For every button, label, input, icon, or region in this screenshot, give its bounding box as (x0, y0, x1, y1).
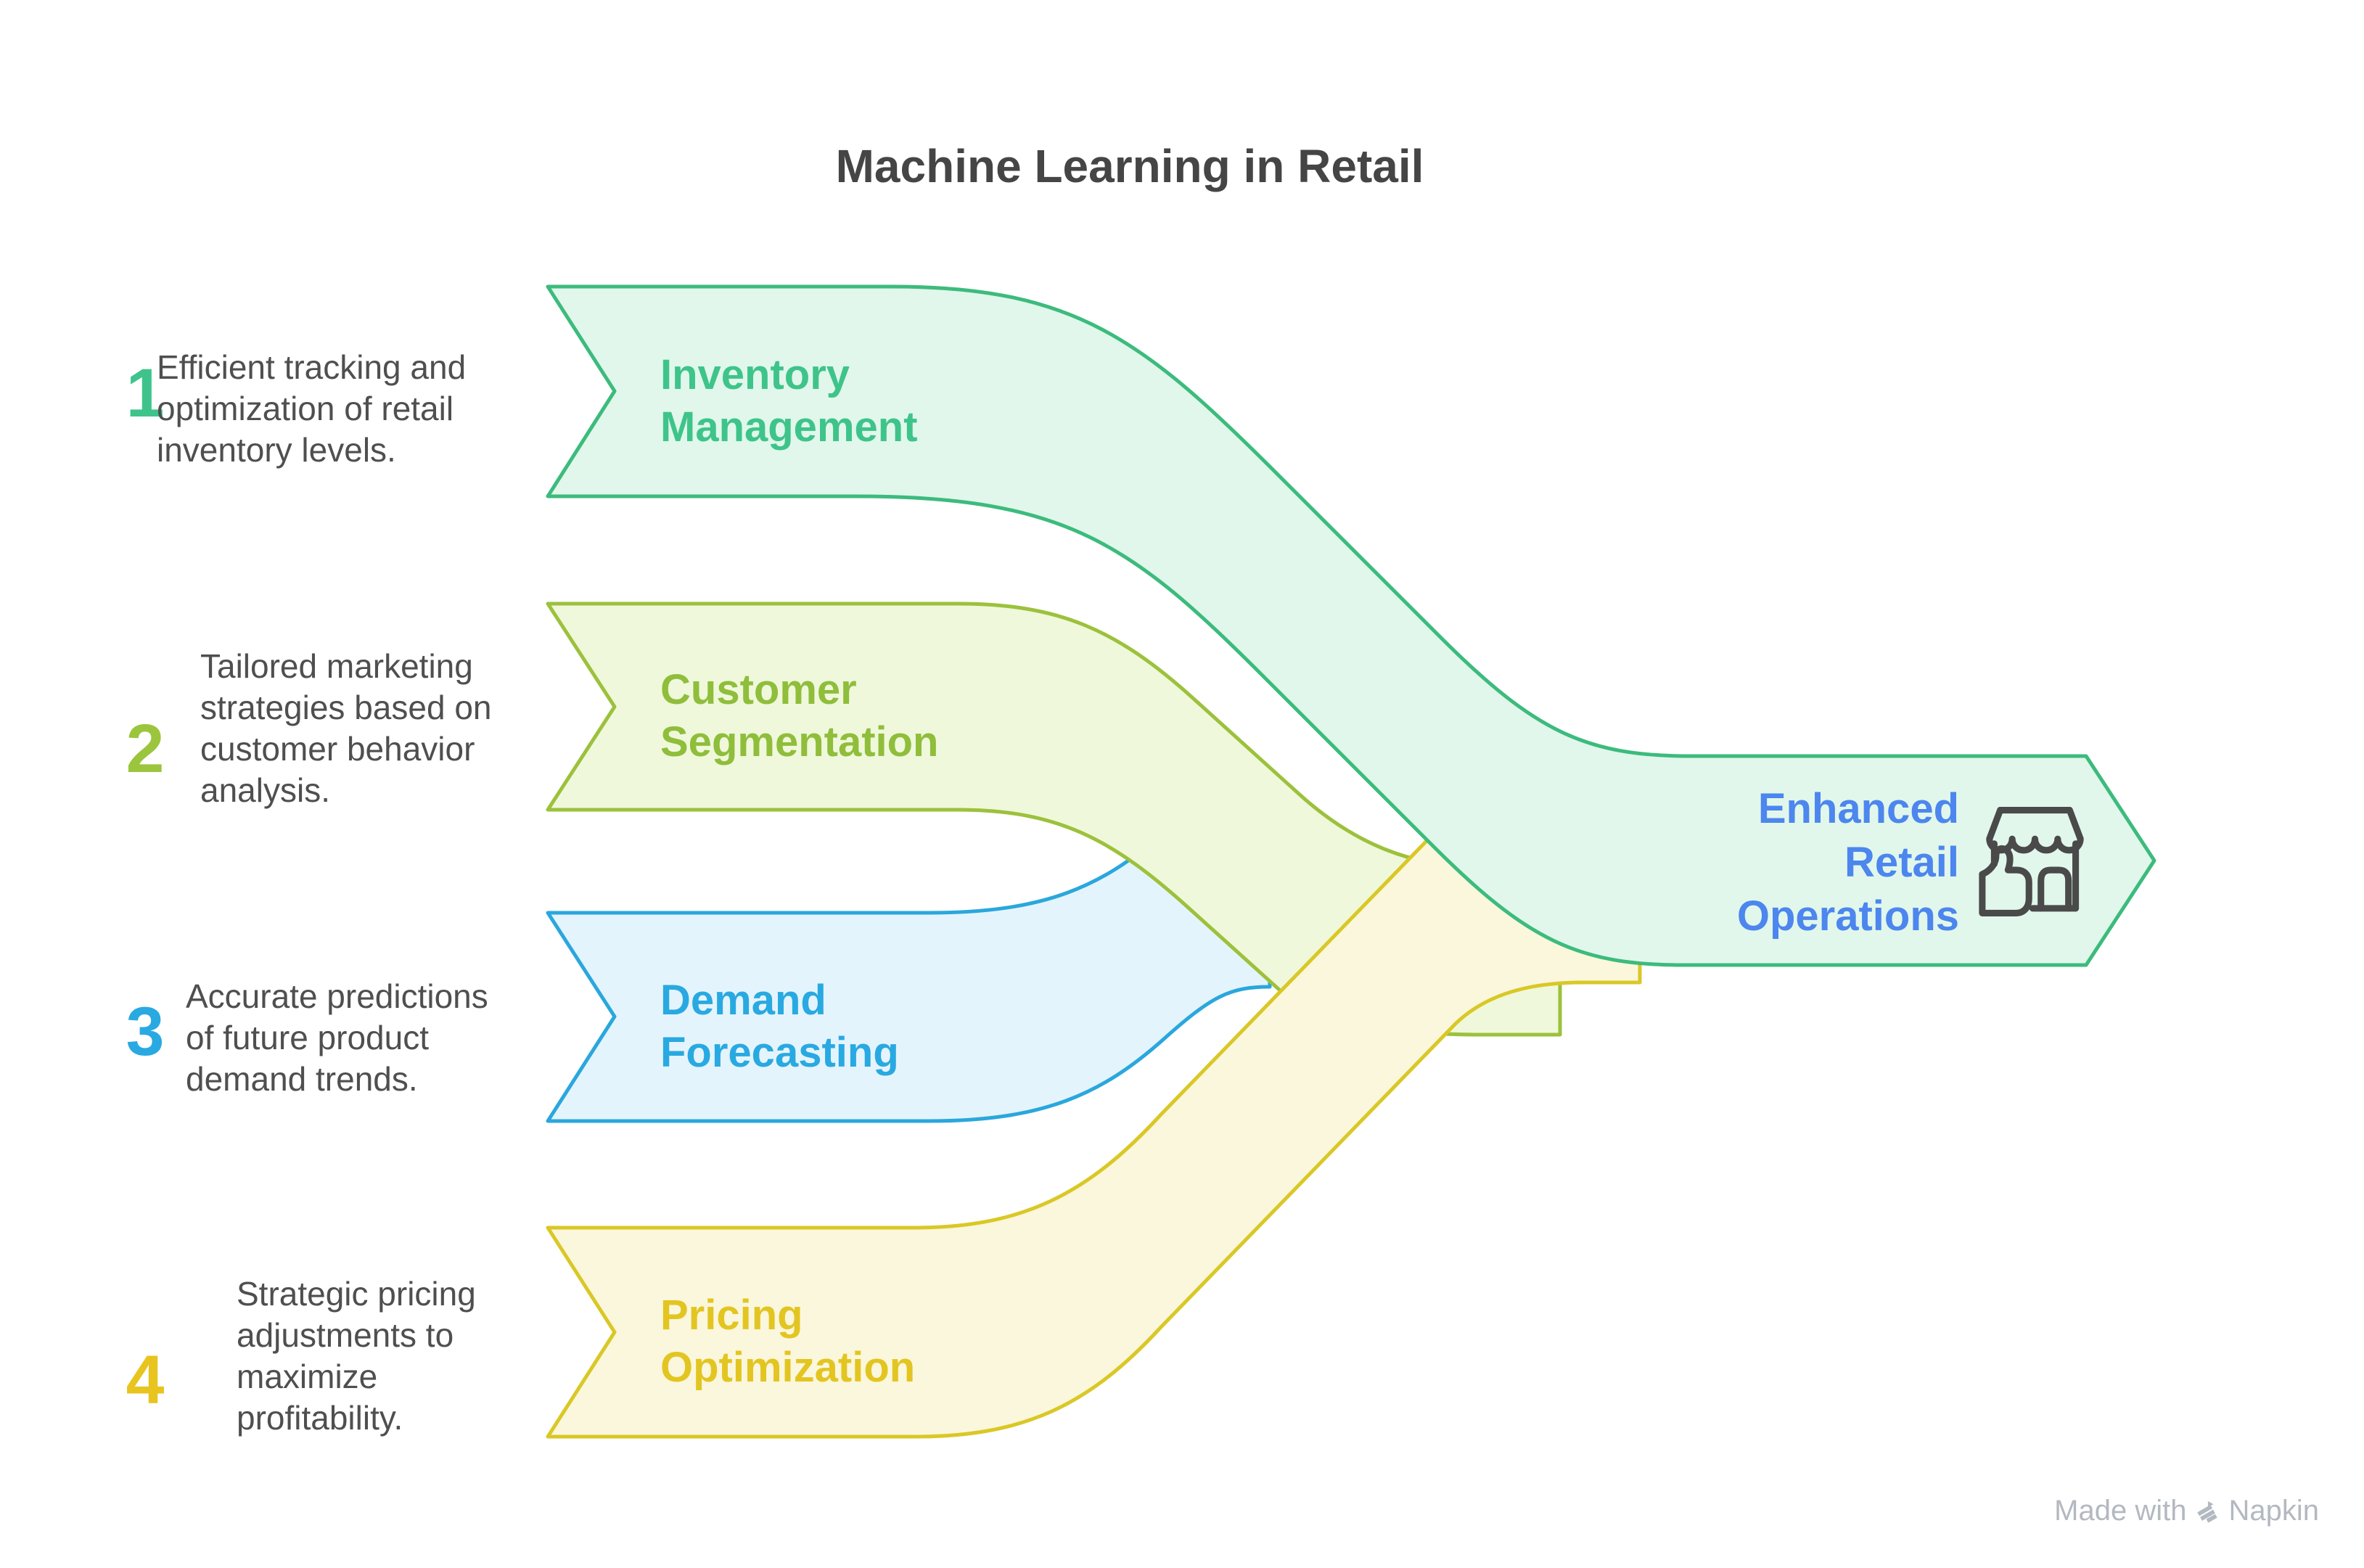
step-number-4: 4 (126, 1342, 165, 1419)
footer-made-with-text: Made with (2054, 1495, 2187, 1527)
footer-credit: Made with Napkin (2054, 1495, 2319, 1527)
band-label-demand-forecasting: Demand Forecasting (660, 977, 899, 1076)
band-inventory-management-and-result-arrow-shape (546, 284, 2156, 967)
band-customer-segmentation-shape (546, 602, 1562, 1037)
band-label-pricing-optimization: Pricing Optimization (660, 1292, 916, 1391)
footer-brand-text: Napkin (2228, 1495, 2319, 1527)
step-number-1: 1 (126, 355, 165, 432)
storefront-thumbs-up-icon (1979, 807, 2084, 916)
band-pricing-optimization-shape (546, 768, 1642, 1439)
result-label: Enhanced Retail Operations (1736, 785, 1959, 940)
step-description-4: Strategic pricing adjustments to maximiz… (237, 1275, 476, 1437)
band-label-customer-segmentation: Customer Segmentation (660, 666, 939, 765)
step-number-3: 3 (126, 993, 165, 1070)
step-description-1: Efficient tracking and optimization of r… (157, 348, 467, 469)
napkin-logo-icon (2197, 1501, 2218, 1523)
band-demand-forecasting-shape (546, 778, 1272, 1123)
page-title: Machine Learning in Retail (835, 140, 1424, 192)
band-label-inventory-management: Inventory Management (660, 351, 918, 451)
step-description-2: Tailored marketing strategies based on c… (200, 647, 492, 809)
step-description-3: Accurate predictions of future product d… (186, 977, 488, 1098)
step-number-2: 2 (126, 710, 165, 787)
